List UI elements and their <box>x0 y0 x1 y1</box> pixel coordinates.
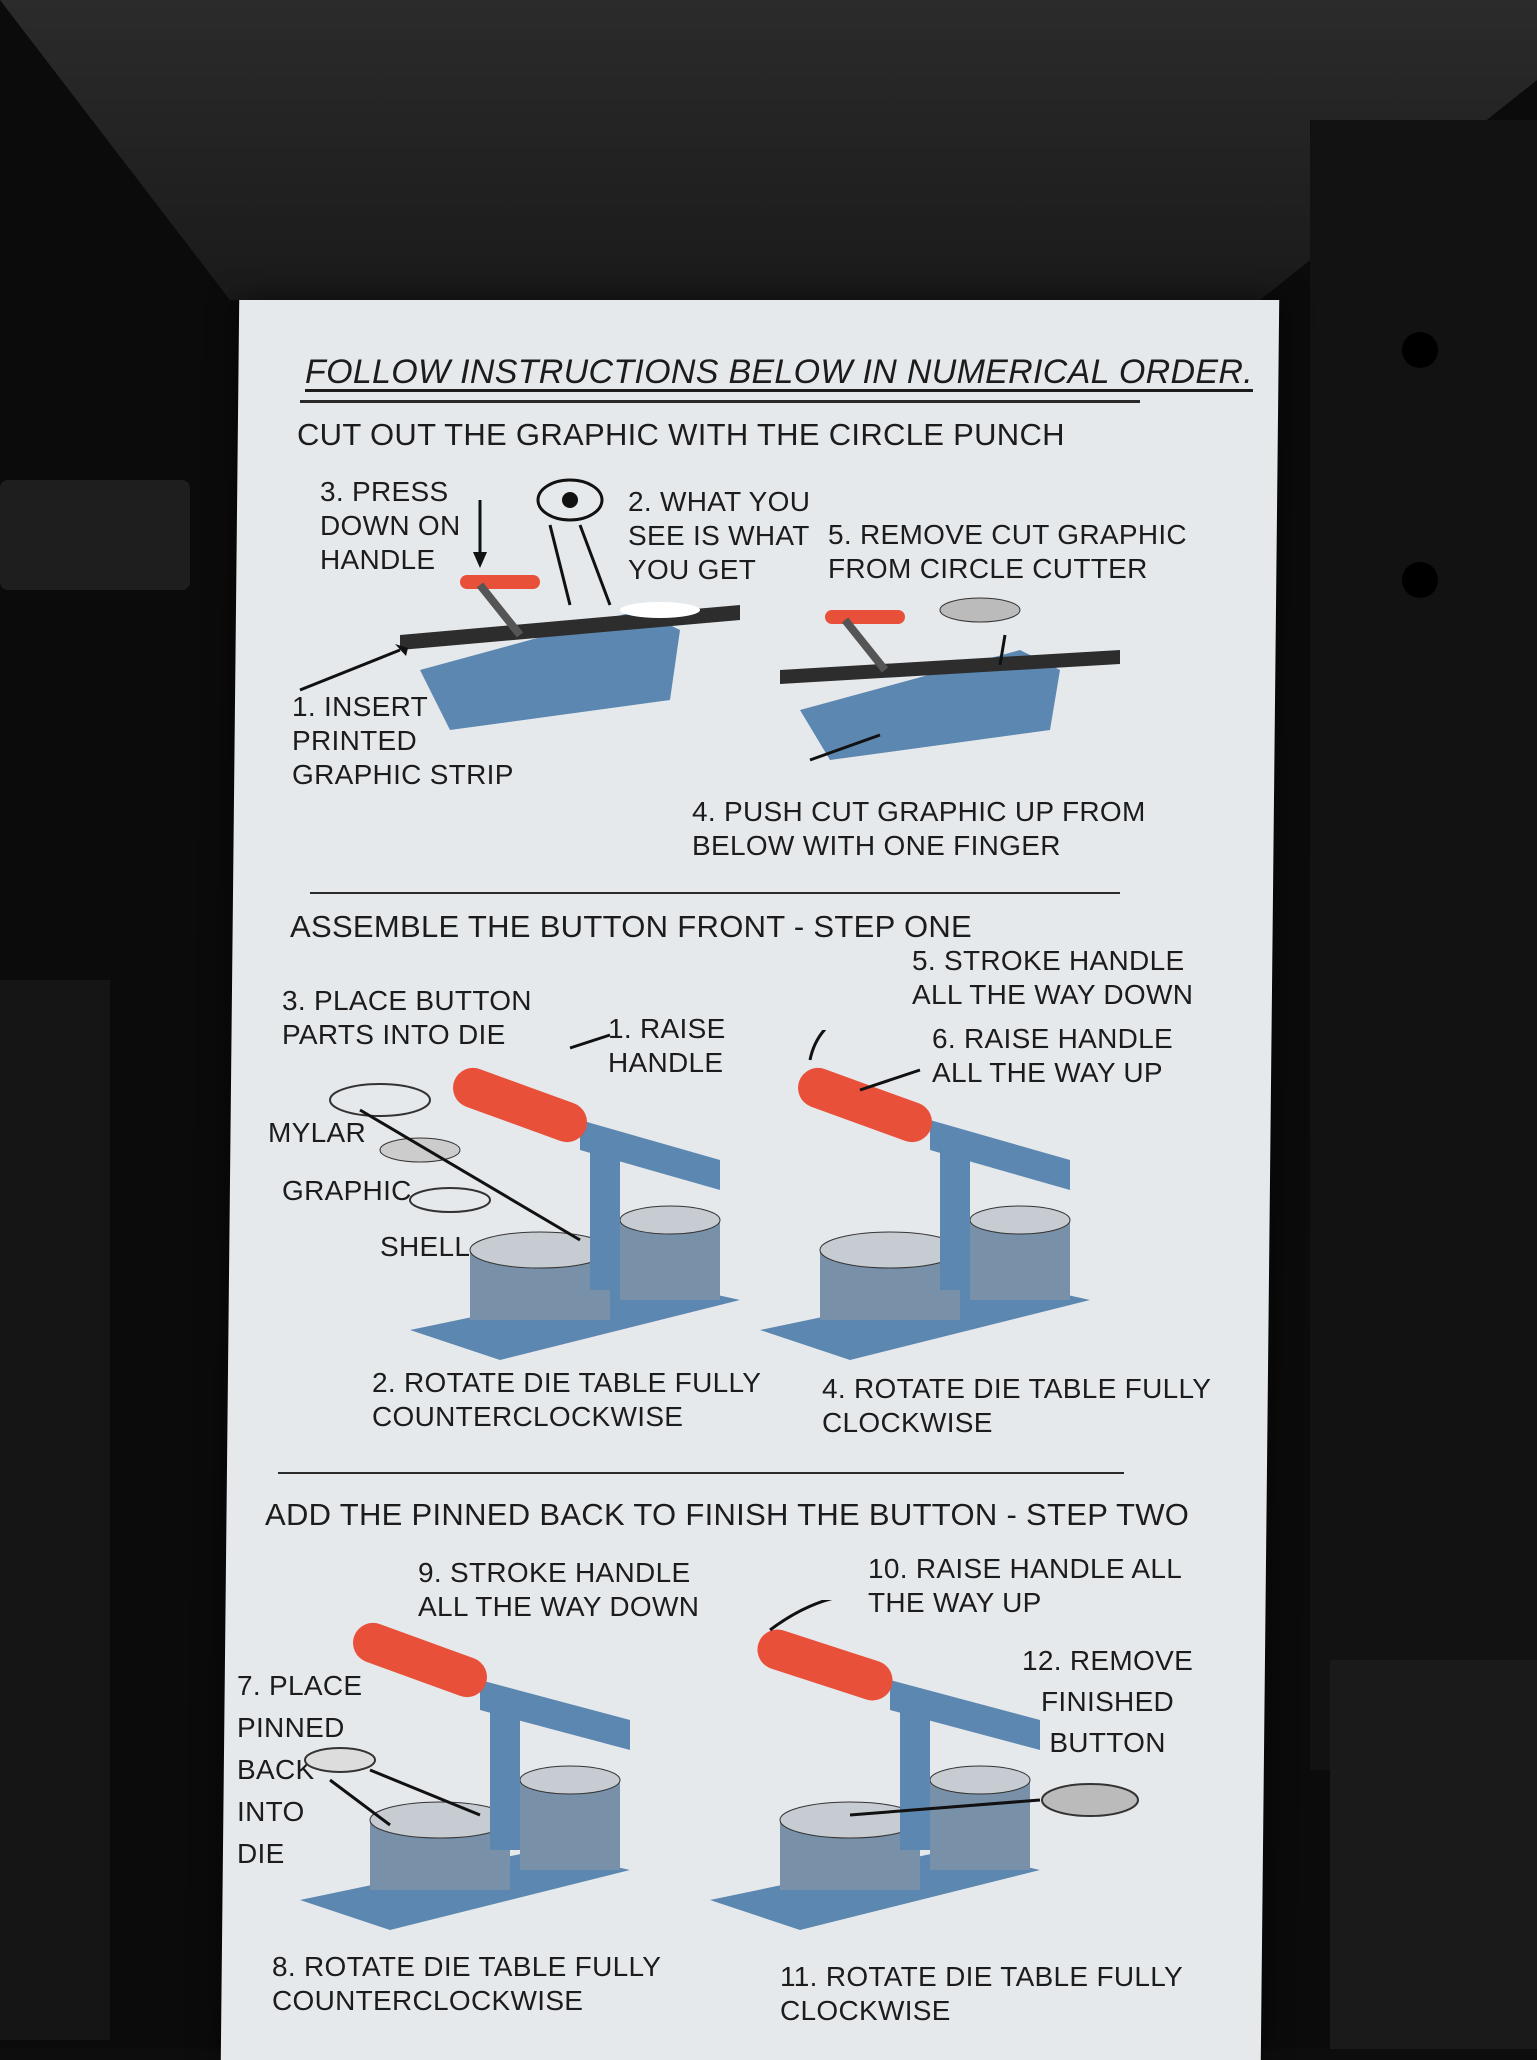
pinned-back-illustration <box>300 1600 1139 1930</box>
section3-step10: 10. RAISE HANDLE ALL THE WAY UP <box>868 1553 1183 1618</box>
divider-1 <box>310 892 1120 894</box>
section3-step9: 9. STROKE HANDLE ALL THE WAY DOWN <box>418 1557 700 1622</box>
section1-step4: 4. PUSH CUT GRAPHIC UP FROM BELOW WITH O… <box>692 796 1146 861</box>
section3-step8: 8. ROTATE DIE TABLE FULLY COUNTERCLOCKWI… <box>272 1951 662 2016</box>
mylar-label: MYLAR <box>268 1117 366 1148</box>
divider-2 <box>278 1472 1124 1474</box>
circle-punch-illustration <box>299 478 1120 762</box>
shell-label: SHELL <box>380 1231 471 1262</box>
section1-step2: 2. WHAT YOU SEE IS WHAT YOU GET <box>628 486 811 585</box>
section2-step4: 4. ROTATE DIE TABLE FULLY CLOCKWISE <box>822 1373 1212 1438</box>
section2-step1: 1. RAISE HANDLE <box>608 1013 726 1078</box>
section3-step7: 7. PLACE PINNED BACK INTO DIE <box>237 1670 363 1869</box>
section2-heading: ASSEMBLE THE BUTTON FRONT - STEP ONE <box>290 909 973 944</box>
graphic-label: GRAPHIC <box>282 1175 412 1206</box>
section3-heading: ADD THE PINNED BACK TO FINISH THE BUTTON… <box>265 1497 1190 1532</box>
button-front-illustration <box>329 1030 1090 1360</box>
page-title: FOLLOW INSTRUCTIONS BELOW IN NUMERICAL O… <box>305 353 1253 391</box>
section2-step3: 3. PLACE BUTTON PARTS INTO DIE <box>282 985 532 1050</box>
section1-step5: 5. REMOVE CUT GRAPHIC FROM CIRCLE CUTTER <box>828 519 1187 584</box>
section1-heading: CUT OUT THE GRAPHIC WITH THE CIRCLE PUNC… <box>297 417 1065 452</box>
section3-step11: 11. ROTATE DIE TABLE FULLY CLOCKWISE <box>780 1961 1184 2026</box>
section2-step5: 5. STROKE HANDLE ALL THE WAY DOWN <box>912 945 1194 1010</box>
section1-step3: 3. PRESS DOWN ON HANDLE <box>320 476 461 575</box>
section2-step6: 6. RAISE HANDLE ALL THE WAY UP <box>932 1023 1174 1088</box>
section1-step1: 1. INSERT PRINTED GRAPHIC STRIP <box>292 691 514 790</box>
section2-step2: 2. ROTATE DIE TABLE FULLY COUNTERCLOCKWI… <box>372 1367 762 1432</box>
section3-step12: 12. REMOVE FINISHED BUTTON <box>1022 1645 1194 1758</box>
title-underline <box>300 400 1140 403</box>
